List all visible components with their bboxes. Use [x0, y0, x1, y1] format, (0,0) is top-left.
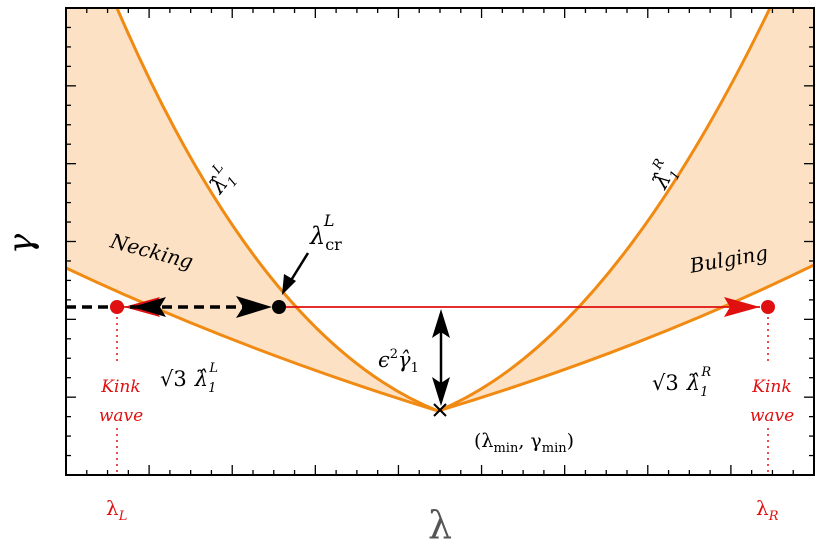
- kink-wave-right-line1: Kink: [751, 377, 791, 397]
- y-axis-label: γ: [1, 233, 41, 254]
- lambda-cr-label: λcrL: [309, 211, 342, 254]
- axis-ticks: [66, 8, 814, 475]
- minimum-label: (λmin, γmin): [474, 430, 574, 456]
- kink-point-left: [110, 300, 124, 314]
- black-arrowhead-right: [236, 296, 272, 318]
- gap-arrowhead-down: [432, 377, 450, 406]
- red-arrowhead-right: [724, 297, 760, 317]
- critical-point: [272, 300, 286, 314]
- bulging-region: [438, 8, 814, 411]
- tick-label-lambda-L: λL: [106, 496, 127, 524]
- critical-pointer-shaft: [288, 252, 310, 283]
- necking-region: [66, 8, 438, 411]
- x-axis-label: λ: [428, 503, 452, 547]
- kink-wave-left-line1: Kink: [100, 377, 140, 397]
- kink-point-right: [761, 300, 775, 314]
- critical-pointer-head: [282, 274, 296, 295]
- gap-arrowhead-up: [432, 309, 450, 338]
- minimum-marker: [433, 403, 447, 417]
- tick-label-lambda-R: λR: [756, 496, 779, 524]
- black-arrowhead-left: [132, 297, 166, 317]
- kink-wave-right-line2: wave: [750, 406, 794, 426]
- gap-label: ϵ2γ̂1: [378, 347, 419, 376]
- kink-wave-left-line2: wave: [99, 406, 143, 426]
